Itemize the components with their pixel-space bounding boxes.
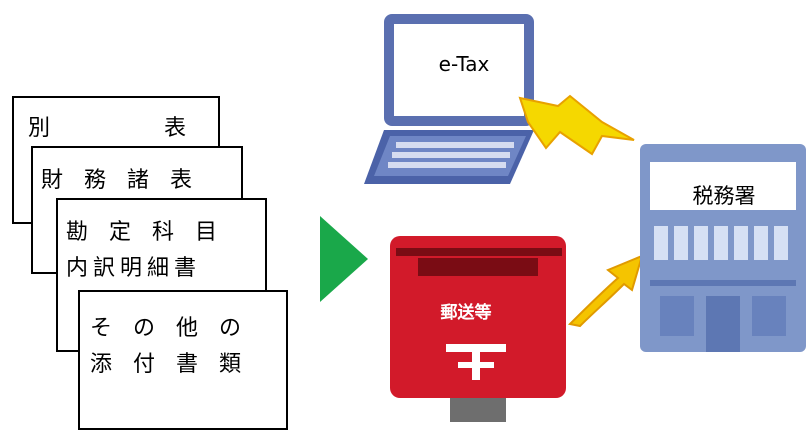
document-beppyo-label-1: 別 [28, 116, 51, 141]
office-label: 税務署 [692, 184, 756, 208]
document-account-details-label-1: 勘定科目 [66, 220, 239, 245]
document-account-details-label-2: 内訳明細書 [66, 256, 202, 281]
postbox-label: 郵送等 [440, 303, 492, 323]
postbox-icon [390, 236, 566, 422]
laptop-label: e-Tax [438, 52, 490, 76]
document-beppyo-label-2: 表 [164, 116, 187, 141]
curved-arrow-icon [567, 254, 644, 328]
document-other-attachments: その他の 添付書類 [78, 290, 288, 430]
document-financial-statements-label: 財務諸表 [41, 168, 214, 193]
laptop-icon [364, 14, 534, 184]
tax-office-building-icon [640, 144, 806, 352]
document-other-attachments-label-2: 添付書類 [90, 352, 263, 377]
document-other-attachments-label-1: その他の [90, 316, 263, 341]
play-arrow-icon [320, 216, 368, 302]
lightning-icon [518, 94, 635, 156]
